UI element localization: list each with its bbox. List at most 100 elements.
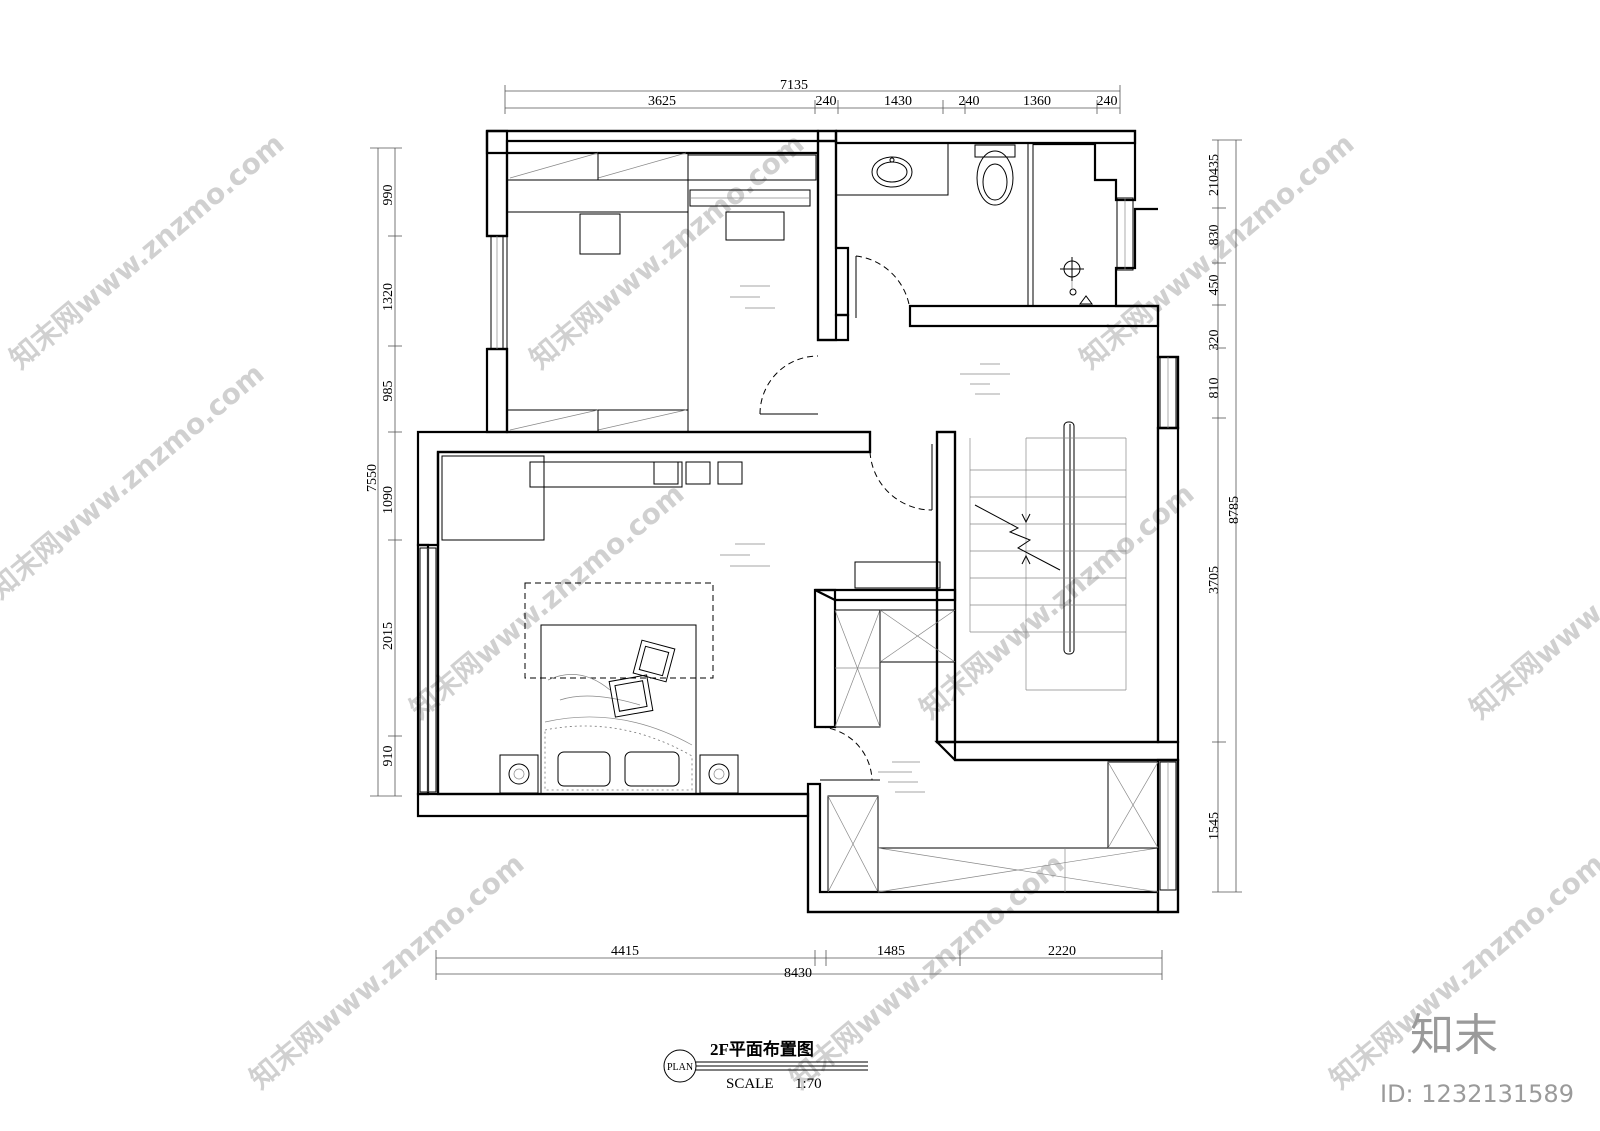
piano-stool <box>725 211 785 241</box>
bathroom-fixtures <box>835 142 1093 306</box>
dim-right-6: 3705 <box>1207 566 1222 594</box>
door-swing-bath <box>855 255 911 311</box>
watermark-text: 知末网www.znzmo.com <box>3 127 290 375</box>
dimension-bottom: 4415 1485 2220 8430 <box>435 944 1163 981</box>
kids-room-furniture <box>506 152 817 433</box>
dim-left-5: 2015 <box>381 622 396 650</box>
wall-bath-left <box>816 129 850 342</box>
watermark-text: 知末网www.znzmo.com <box>1463 477 1600 725</box>
dim-left-1: 990 <box>381 185 396 206</box>
dimension-left: 7550 990 1320 985 1090 2015 910 <box>365 147 402 797</box>
dim-top-6: 240 <box>1097 94 1118 109</box>
closet-cabinet-a <box>834 609 881 728</box>
wall-wardrobe <box>813 588 837 729</box>
carpet <box>524 582 714 679</box>
bedroom-floor-mark <box>720 543 770 567</box>
dim-right-7: 1545 <box>1207 812 1222 840</box>
toilet-tank <box>974 144 1016 158</box>
wall-upper-left-lower <box>485 347 509 434</box>
wall-upper-left <box>485 129 509 238</box>
dim-right-4: 320 <box>1207 330 1222 351</box>
stair-arrow-up <box>1021 513 1031 524</box>
storage-bottom <box>877 847 1159 893</box>
dimension-right: 8785 210435 830 450 320 810 3705 1545 <box>1207 139 1242 893</box>
washbasin-inner <box>876 161 908 183</box>
staircase <box>969 421 1127 691</box>
dim-top-total: 7135 <box>780 78 808 93</box>
dim-top-2: 240 <box>816 94 837 109</box>
dim-left-4: 1090 <box>381 486 396 514</box>
lower-floor-mark <box>878 761 925 793</box>
stool-3 <box>717 461 743 485</box>
wardrobe-left <box>441 455 545 541</box>
pillow-icon <box>608 674 654 718</box>
dim-left-3: 985 <box>381 381 396 402</box>
dim-top-1: 3625 <box>648 94 676 109</box>
tv-cabinet <box>854 561 941 589</box>
dim-top-3: 1430 <box>884 94 912 109</box>
dim-top-5: 1360 <box>1023 94 1051 109</box>
closet <box>834 609 956 728</box>
desk <box>529 461 683 488</box>
stool-2 <box>685 461 711 485</box>
pillow-icon <box>632 639 676 683</box>
wall-right-lower <box>1156 426 1180 744</box>
wall-bath-bottom <box>908 304 1160 328</box>
kids-chair <box>579 213 621 255</box>
dim-bottom-3: 2220 <box>1048 944 1076 959</box>
drain-icon <box>1069 288 1077 296</box>
dimension-top: 7135 3625 240 1430 240 1360 240 <box>504 78 1121 114</box>
dim-left-6: 910 <box>381 746 396 767</box>
watermark-text: 知末网www.znzmo.com <box>523 127 810 375</box>
door-swing-bedroom <box>869 451 933 511</box>
title-block: PLAN 2F平面布置图 SCALE 1:70 <box>663 1039 868 1092</box>
watermark-text: 知末网www.znzmo.com <box>0 357 270 605</box>
scale-label: SCALE <box>726 1076 774 1092</box>
storage-left <box>827 795 879 893</box>
dim-top-4: 240 <box>959 94 980 109</box>
dim-right-total: 8785 <box>1227 496 1242 524</box>
drawing-title: 2F平面布置图 <box>710 1039 814 1059</box>
watermark-text: 知末网www.znzmo.com <box>243 847 530 1095</box>
image-id: ID: 1232131589 <box>1380 1080 1574 1108</box>
dim-right-3: 450 <box>1207 275 1222 296</box>
wall-wardrobe-top <box>814 588 957 602</box>
windows <box>419 197 1177 891</box>
site-logo: 知末 <box>1410 1010 1498 1061</box>
dim-right-5: 810 <box>1207 378 1222 399</box>
storage-right <box>1107 761 1159 849</box>
nightstand-right <box>699 754 739 794</box>
scale-value: 1:70 <box>795 1076 822 1092</box>
dim-right-1: 210435 <box>1207 154 1222 196</box>
hall-floor-mark <box>960 363 1010 395</box>
lower-storage <box>827 761 1159 893</box>
dim-bottom-1: 4415 <box>611 944 639 959</box>
closet-cabinet-b <box>879 609 956 663</box>
double-bed <box>540 624 697 795</box>
door-swing-kids-room <box>759 355 819 415</box>
floor-hatch-mark <box>730 285 775 309</box>
watermark-text: 知末网www.znzmo.com <box>403 477 690 725</box>
plan-tag: PLAN <box>667 1062 693 1073</box>
stair-arrow-down <box>1021 554 1031 565</box>
nightstand-left <box>499 754 539 794</box>
toilet-bowl <box>976 150 1014 206</box>
door-swing-lower <box>819 726 873 781</box>
wall-top-right <box>834 129 1137 145</box>
wall-stair-bottom <box>934 740 1180 762</box>
dim-left-2: 1320 <box>381 283 396 311</box>
dim-bottom-total-label: 8430 <box>784 966 812 981</box>
bed-pillow-left <box>557 751 611 787</box>
watermark-layer: 知末网www.znzmo.com 知末网www.znzmo.com 知末网www… <box>0 127 1600 1095</box>
stair-break-line <box>974 504 1061 571</box>
bedroom-furniture <box>441 455 941 795</box>
doors <box>759 255 933 781</box>
bed-pillow-right <box>624 751 680 787</box>
dim-left-total: 7550 <box>365 464 380 492</box>
washbasin <box>871 156 913 188</box>
stool-1 <box>653 461 679 485</box>
dim-bottom-2: 1485 <box>877 944 905 959</box>
dim-right-2: 830 <box>1207 225 1222 246</box>
wall-bedroom-bottom <box>416 792 810 818</box>
